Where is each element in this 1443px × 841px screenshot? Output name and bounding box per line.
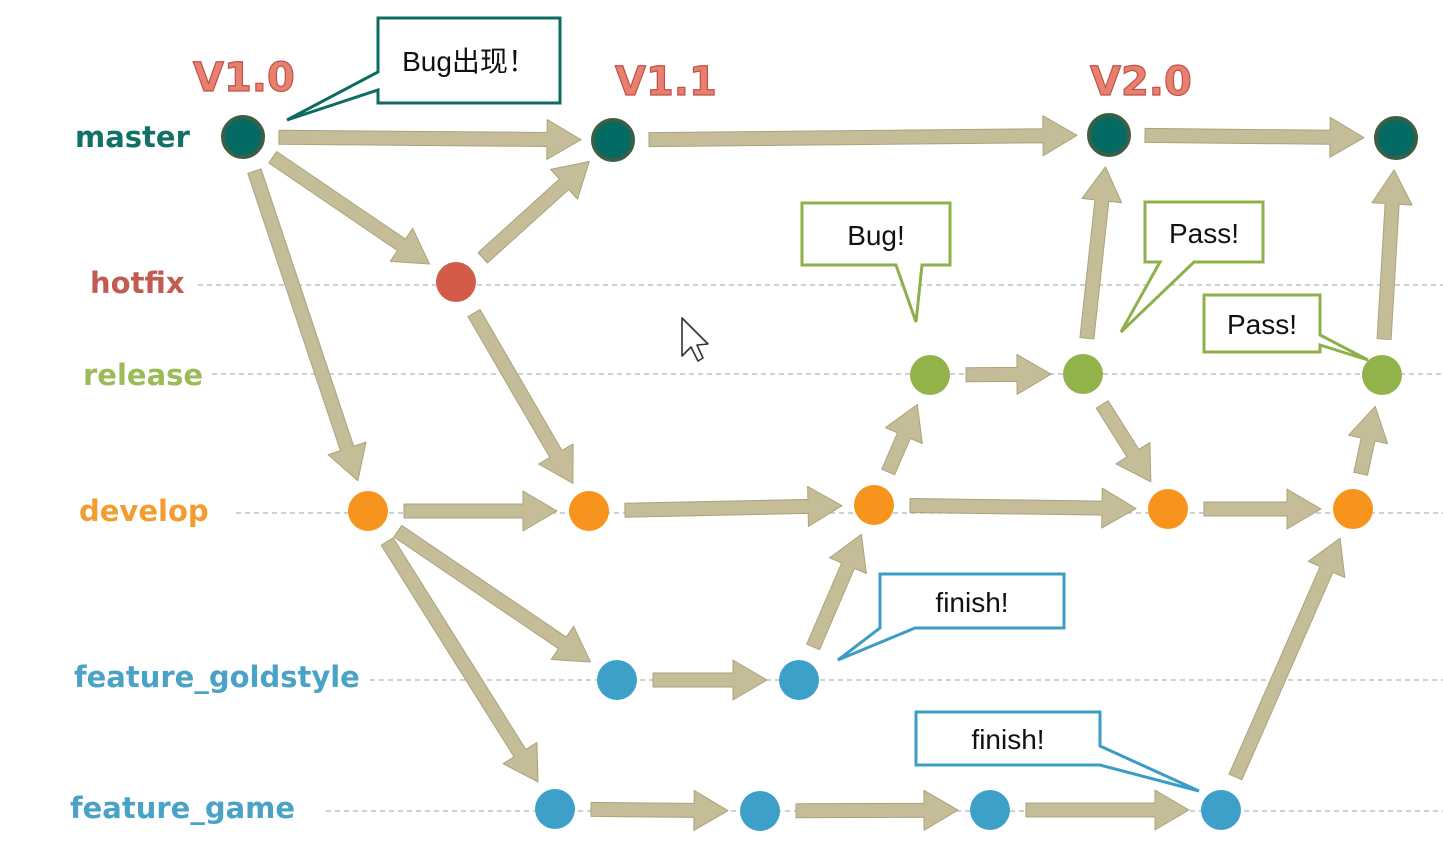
edge-arrow-d1-to-g1 <box>393 524 591 663</box>
callout-bug-appears-text: Bug出现！ <box>402 46 536 77</box>
commit-node-master-m2 <box>591 118 635 162</box>
lane-label-master: master <box>75 120 191 154</box>
commit-node-feature-game-f1 <box>535 789 575 829</box>
edge-arrow-m2-to-m3 <box>648 115 1078 157</box>
commit-node-develop-d3 <box>854 485 894 525</box>
commit-node-develop-d1 <box>348 491 388 531</box>
lane-label-develop: develop <box>79 494 209 528</box>
version-label-v1-0: V1.0 <box>193 55 295 101</box>
edge-arrow-r1-to-r2 <box>965 353 1052 395</box>
lane-label-hotfix: hotfix <box>90 266 185 300</box>
commit-node-release-r1 <box>910 355 950 395</box>
commit-node-feature-goldstyle-g2 <box>779 660 819 700</box>
callout-release-pass-1: Pass! <box>1119 200 1265 334</box>
commit-node-develop-d4 <box>1148 489 1188 529</box>
edge-arrow-d1-to-d2 <box>403 490 558 532</box>
callout-release-pass-2-bubble <box>1202 293 1369 362</box>
edge-arrow-m1-to-m2 <box>278 119 582 160</box>
callout-game-finish-text: finish! <box>971 724 1044 755</box>
edge-arrow-d2-to-d3 <box>624 485 843 527</box>
commit-node-feature-game-f4 <box>1201 790 1241 830</box>
callout-release-bug: Bug! <box>800 201 952 323</box>
commit-node-release-r2 <box>1063 354 1103 394</box>
edge-arrow-d5-to-r3 <box>1348 405 1389 476</box>
callout-bug-appears: Bug出现！ <box>286 16 562 122</box>
lane-label-release: release <box>83 358 203 392</box>
callout-release-bug-bubble <box>800 201 952 323</box>
edge-arrow-f4-to-d5 <box>1228 537 1346 781</box>
callout-release-pass-1-bubble <box>1119 200 1265 334</box>
edge-arrow-f2-to-f3 <box>795 789 959 831</box>
callout-game-finish-bubble <box>914 710 1200 793</box>
commit-node-master-m3 <box>1087 113 1131 157</box>
version-labels: V1.0 V1.1 V2.0 <box>192 54 1192 105</box>
commit-node-feature-game-f3 <box>970 790 1010 830</box>
edge-arrow-r2-to-m3 <box>1079 166 1123 340</box>
commit-node-release-r3 <box>1362 355 1402 395</box>
edge-arrow-m3-to-m4 <box>1144 116 1365 158</box>
commit-node-develop-d2 <box>569 491 609 531</box>
callout-goldstyle-finish-text: finish! <box>935 587 1008 618</box>
edge-arrow-m1-to-h1 <box>268 151 430 265</box>
commit-node-develop-d5 <box>1333 489 1373 529</box>
edge-arrow-f1-to-f2 <box>590 789 729 831</box>
lane-label-feature-game: feature_game <box>70 791 295 825</box>
callout-release-pass-2: Pass! <box>1202 293 1369 362</box>
commit-node-master-m1 <box>221 115 265 159</box>
callout-goldstyle-finish-bubble <box>837 572 1066 662</box>
callout-game-finish: finish! <box>914 710 1200 793</box>
callout-goldstyle-finish: finish! <box>837 572 1066 662</box>
nodes <box>221 113 1418 831</box>
commit-node-master-m4 <box>1374 116 1418 160</box>
edge-arrow-d3-to-d4 <box>909 487 1137 529</box>
commit-node-feature-goldstyle-g1 <box>597 660 637 700</box>
edge-arrow-r2-to-d4 <box>1095 400 1152 483</box>
callout-release-pass-2-text: Pass! <box>1227 309 1297 340</box>
edge-arrow-g1-to-g2 <box>652 659 768 701</box>
lane-label-feature-goldstyle: feature_goldstyle <box>74 660 360 694</box>
edge-arrow-d3-to-r1 <box>881 403 923 476</box>
edge-arrow-d4-to-d5 <box>1203 488 1322 530</box>
edge-arrow-d1-to-f1 <box>380 537 539 783</box>
edge-arrow-f3-to-f4 <box>1025 789 1190 831</box>
callout-release-pass-1-text: Pass! <box>1169 218 1239 249</box>
edges <box>247 115 1413 831</box>
commit-node-feature-game-f2 <box>740 791 780 831</box>
edge-arrow-h1-to-m2 <box>477 161 590 264</box>
callouts: Bug出现！ Bug! Pass! Pass! finish! finish! <box>286 16 1369 793</box>
version-label-v2-0: V2.0 <box>1090 59 1192 105</box>
edge-arrow-g2-to-d3 <box>806 533 867 651</box>
commit-node-hotfix-h1 <box>436 262 476 302</box>
edge-arrow-r3-to-m4 <box>1371 169 1413 340</box>
edge-arrow-h1-to-d2 <box>467 309 574 484</box>
mouse-cursor-icon <box>681 317 709 362</box>
version-label-v1-1: V1.1 <box>615 59 717 105</box>
edge-arrow-m1-to-d1 <box>247 168 367 482</box>
callout-bug-appears-bubble <box>286 16 562 122</box>
callout-release-bug-text: Bug! <box>847 220 905 251</box>
lane-labels: master hotfix release develop feature_go… <box>70 120 360 825</box>
